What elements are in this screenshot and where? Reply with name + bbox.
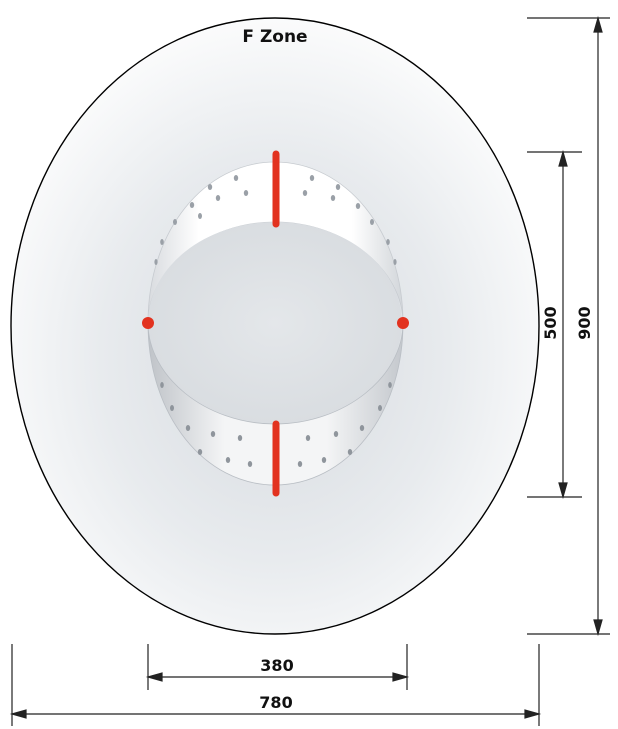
ring-perforations-upper (154, 175, 397, 265)
ring-perforations-lower (160, 382, 392, 467)
dimension-inner-width (145, 644, 410, 690)
zone-label: F Zone (242, 27, 307, 47)
total-width-label: 780 (259, 693, 292, 712)
inner-height-label: 500 (541, 306, 560, 339)
ring-inner-opening (148, 222, 402, 424)
marker-right (397, 317, 409, 329)
dimension-inner-height (527, 149, 582, 500)
marker-left (142, 317, 154, 329)
inner-width-label: 380 (260, 656, 293, 675)
total-height-label: 900 (575, 306, 594, 339)
dimension-total-height (527, 15, 610, 637)
dimension-total-width (9, 644, 542, 726)
